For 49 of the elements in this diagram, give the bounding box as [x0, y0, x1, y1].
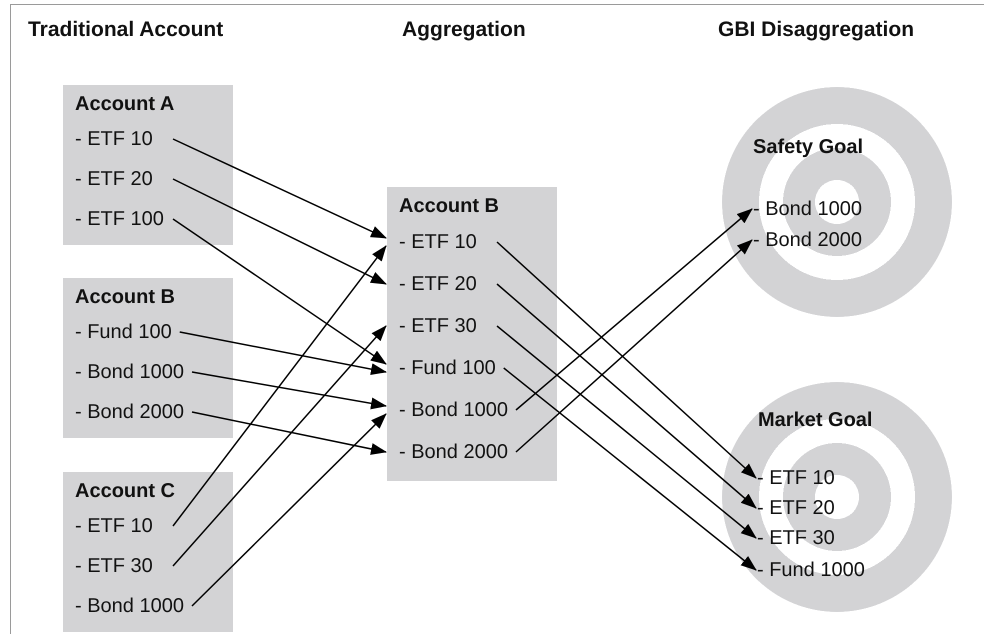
account-box: [63, 278, 233, 438]
goal-heading: Market Goal: [758, 408, 872, 433]
account-heading: Account C: [74, 479, 176, 504]
holding-entry: - ETF 30: [387, 305, 557, 347]
arrow: [192, 371, 387, 410]
arrow: [180, 331, 387, 376]
holding-entry: - ETF 100: [63, 199, 233, 239]
holding-entry: - ETF 20: [387, 263, 557, 305]
account-heading: Account B: [74, 285, 176, 310]
arrow: [172, 245, 387, 526]
arrow: [172, 325, 387, 566]
holding-entry: - Bond 1000: [63, 352, 233, 392]
holding-entry: - Bond 2000: [753, 225, 862, 255]
arrow: [496, 325, 757, 539]
holding-entry: - Bond 1000: [387, 389, 557, 431]
column-heading: Traditional Account: [28, 18, 224, 42]
holding-entry: - ETF 10: [387, 221, 557, 263]
arrow: [192, 411, 387, 455]
arrow: [172, 218, 387, 365]
arrow: [496, 241, 757, 479]
arrow: [172, 178, 387, 285]
holding-entry: - Fund 1000: [757, 555, 865, 585]
arrow: [515, 239, 753, 453]
account-heading: Account B: [398, 194, 500, 219]
holding-entry: - ETF 10: [757, 463, 835, 493]
column-heading: GBI Disaggregation: [718, 18, 914, 42]
holding-entry: - ETF 10: [63, 119, 233, 159]
account-box: [63, 472, 233, 632]
arrow: [496, 283, 757, 509]
holding-entry: - ETF 30: [757, 523, 835, 553]
holding-entry: - ETF 20: [63, 159, 233, 199]
account-box: [387, 187, 557, 481]
arrow: [503, 367, 757, 571]
account-heading: Account A: [74, 92, 176, 117]
arrow: [516, 208, 753, 411]
column-heading: Aggregation: [402, 18, 526, 42]
arrow: [172, 138, 387, 239]
holding-entry: - ETF 30: [63, 546, 233, 586]
account-box: [63, 85, 233, 245]
holding-entry: - Fund 100: [387, 347, 557, 389]
holding-entry: - Bond 1000: [63, 586, 233, 626]
arrow: [191, 413, 387, 607]
holding-entry: - Bond 2000: [387, 431, 557, 473]
holding-entry: - ETF 20: [757, 493, 835, 523]
holding-entry: - ETF 10: [63, 506, 233, 546]
holding-entry: - Bond 1000: [753, 194, 862, 224]
goal-heading: Safety Goal: [753, 135, 864, 160]
holding-entry: - Fund 100: [63, 312, 233, 352]
holding-entry: - Bond 2000: [63, 392, 233, 432]
